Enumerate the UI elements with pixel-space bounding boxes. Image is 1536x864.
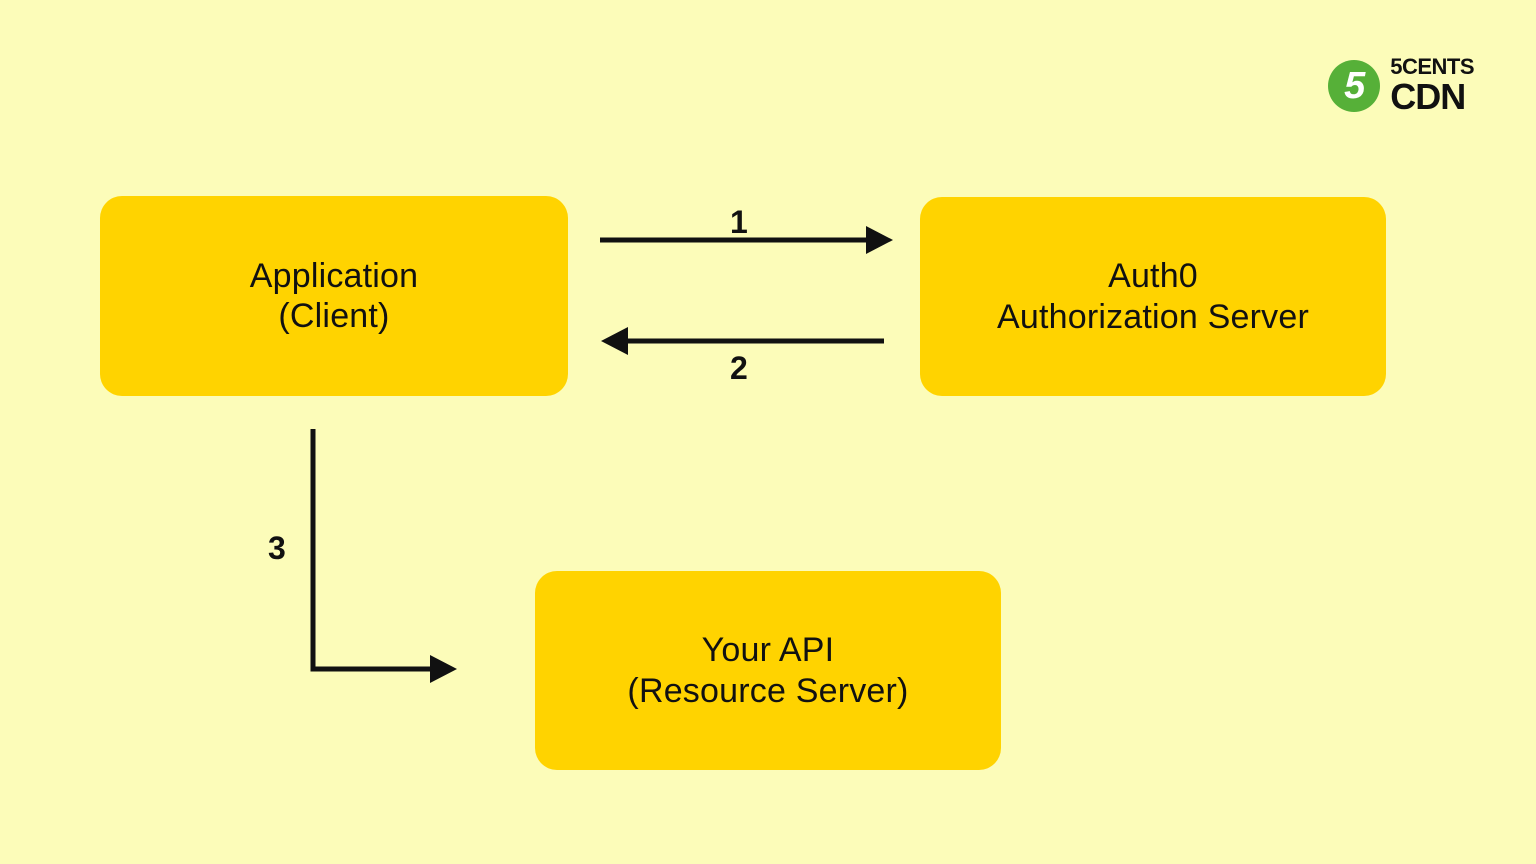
node-application-label: Application (Client) [249,256,419,335]
brand-logo: 5 5CENTS CDN [1328,56,1474,115]
node-auth-server: Auth0 Authorization Server [920,197,1386,396]
step-number-1: 1 [730,204,748,240]
logo-circle-icon: 5 [1328,59,1381,112]
node-your-api-label: Your API (Resource Server) [627,631,909,710]
edge-3-arrow [310,429,457,683]
node-application: Application (Client) [100,196,568,396]
step-number-3: 3 [268,530,286,566]
step-number-2: 2 [730,350,748,386]
logo-wordmark: 5CENTS CDN [1390,56,1474,115]
logo-bottom-word: CDN [1390,76,1466,117]
logo-top-word: 5CENTS [1390,54,1474,79]
logo-digit: 5 [1344,64,1365,107]
node-your-api: Your API (Resource Server) [535,571,1001,770]
edge-1-arrow [600,226,893,254]
edge-2-arrow [601,327,884,355]
node-auth-server-label: Auth0 Authorization Server [996,257,1310,336]
